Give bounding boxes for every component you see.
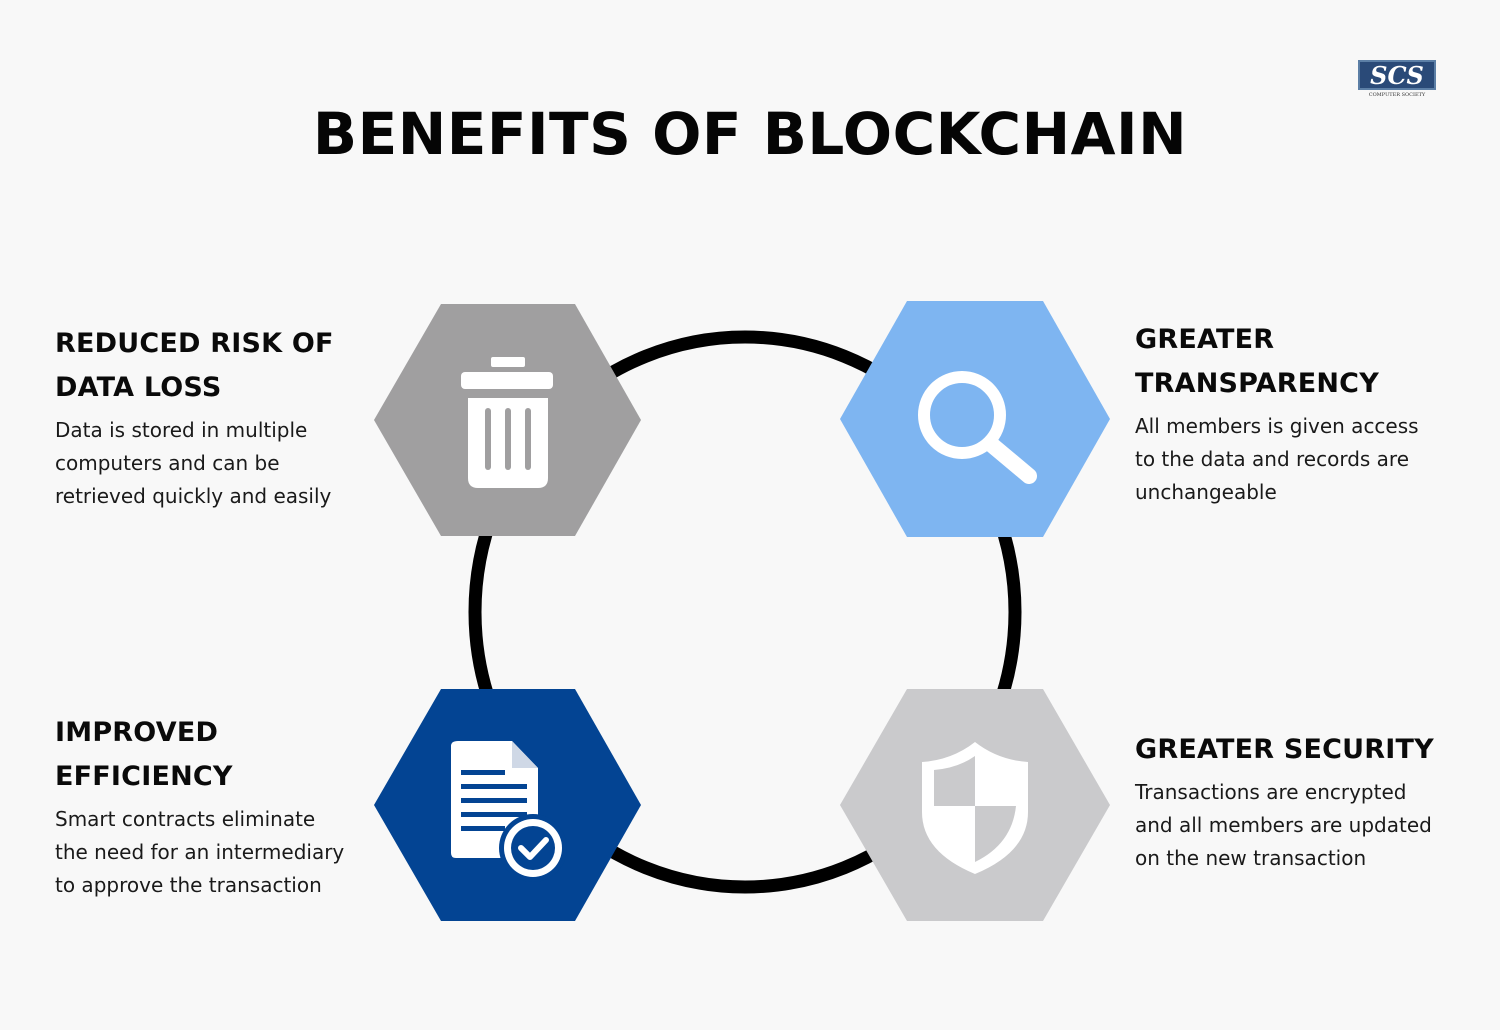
hexagon-efficiency <box>374 689 641 921</box>
benefit-description: Data is stored in multiple computers and… <box>55 418 332 508</box>
hexagon-security <box>840 689 1110 921</box>
connector-ring <box>468 330 1022 894</box>
benefit-security: GREATER SECURITY Transactions are encryp… <box>1135 728 1475 875</box>
scs-logo: SCS COMPUTER SOCIETY <box>1358 60 1436 98</box>
page-title: BENEFITS OF BLOCKCHAIN <box>312 100 1188 168</box>
benefit-description: Smart contracts eliminate the need for a… <box>55 807 345 897</box>
benefit-heading: IMPROVED EFFICIENCY <box>55 717 233 792</box>
benefit-efficiency: IMPROVED EFFICIENCY Smart contracts elim… <box>55 711 375 902</box>
search-icon <box>918 371 1037 484</box>
benefit-description: All members is given access to the data … <box>1135 414 1419 504</box>
benefit-heading: GREATER TRANSPARENCY <box>1135 324 1379 399</box>
benefit-description: Transactions are encrypted and all membe… <box>1135 780 1432 870</box>
benefit-transparency: GREATER TRANSPARENCY All members is give… <box>1135 318 1465 509</box>
hexagon-data-loss <box>374 304 641 536</box>
benefit-heading: REDUCED RISK OF DATA LOSS <box>55 328 334 403</box>
benefit-heading: GREATER SECURITY <box>1135 734 1434 765</box>
benefit-data-loss: REDUCED RISK OF DATA LOSS Data is stored… <box>55 322 365 513</box>
svg-text:COMPUTER SOCIETY: COMPUTER SOCIETY <box>1369 92 1426 98</box>
svg-text:SCS: SCS <box>1370 61 1424 90</box>
document-check-icon <box>451 741 567 882</box>
hexagon-transparency <box>840 301 1110 537</box>
shield-icon <box>922 742 1028 874</box>
hexagon-shape <box>840 301 1110 537</box>
